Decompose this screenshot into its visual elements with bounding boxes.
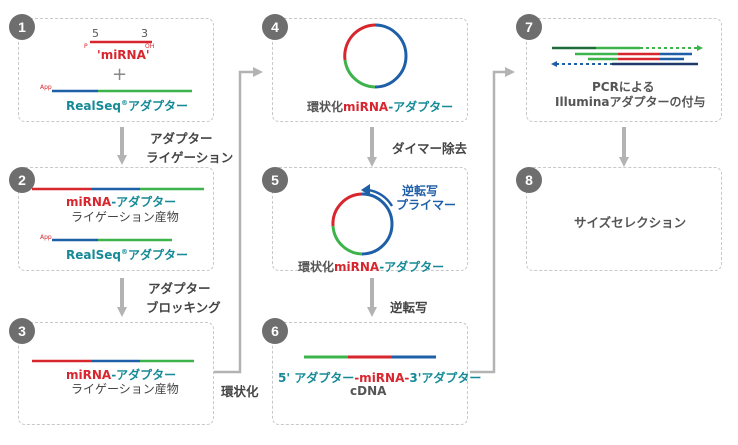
step-box-1 xyxy=(18,18,214,122)
step-box-7 xyxy=(526,18,722,122)
realseq-adapter-label: RealSeq®アダプター xyxy=(66,248,188,262)
step-number-badge: 7 xyxy=(516,14,542,40)
five-prime-label: 5 xyxy=(92,27,99,40)
ligation-product-label: ライゲーション産物 xyxy=(71,382,179,396)
step-box-2 xyxy=(18,167,214,271)
mirna-adapter-label: miRNA-アダプター xyxy=(66,368,177,382)
adapter-ligation-label-1: アダプター xyxy=(150,131,213,146)
step-number-badge: 2 xyxy=(9,167,35,193)
circular-mirna-adapter-label: 環状化miRNA-アダプター xyxy=(298,260,445,274)
connector-3-to-4 xyxy=(214,67,263,374)
app-label: App xyxy=(40,84,52,91)
step-box-5 xyxy=(272,167,468,271)
step-number-badge: 1 xyxy=(9,14,35,40)
adapter-blocking-label-1: アダプター xyxy=(148,281,211,296)
circularization-label: 環状化 xyxy=(221,384,259,399)
reverse-transcription-label: 逆転写 xyxy=(390,300,428,315)
rt-primer-label-2: プライマー xyxy=(396,198,457,212)
app-label: App xyxy=(40,234,52,241)
illumina-adapter-label: Illuminaアダプターの付与 xyxy=(555,95,706,109)
step-number-badge: 5 xyxy=(262,167,288,193)
rt-primer-label-1: 逆転写 xyxy=(402,184,439,198)
cdna-structure-label: 5' アダプター-miRNA-3'アダプター xyxy=(278,371,482,385)
step-number-badge: 4 xyxy=(262,14,288,40)
step-box-6 xyxy=(272,322,468,425)
hydroxyl-label: OH xyxy=(145,43,155,50)
step-box-8 xyxy=(526,167,722,271)
step-number-badge: 8 xyxy=(516,167,542,193)
three-prime-label: 3 xyxy=(141,27,148,40)
mirna-label: 'miRNA' xyxy=(97,48,150,62)
phosphate-label: P xyxy=(84,43,88,50)
adapter-ligation-label-2: ライゲーション xyxy=(146,150,234,165)
connector-6-to-7 xyxy=(470,67,515,374)
step-box-3 xyxy=(18,322,214,425)
cdna-label: cDNA xyxy=(350,384,387,398)
ligation-product-label: ライゲーション産物 xyxy=(71,210,179,224)
adapter-blocking-label-2: ブロッキング xyxy=(146,300,221,315)
size-selection-label: サイズセレクション xyxy=(574,215,687,230)
mirna-adapter-label: miRNA-アダプター xyxy=(66,195,177,209)
plus-sign: + xyxy=(112,64,128,85)
dimer-removal-label: ダイマー除去 xyxy=(392,141,468,156)
realseq-adapter-label: RealSeq®アダプター xyxy=(66,99,188,113)
pcr-label: PCRによる xyxy=(592,80,655,94)
step-number-badge: 6 xyxy=(262,318,288,344)
step-number-badge: 3 xyxy=(9,318,35,344)
circular-mirna-adapter-label: 環状化miRNA-アダプター xyxy=(307,100,454,114)
